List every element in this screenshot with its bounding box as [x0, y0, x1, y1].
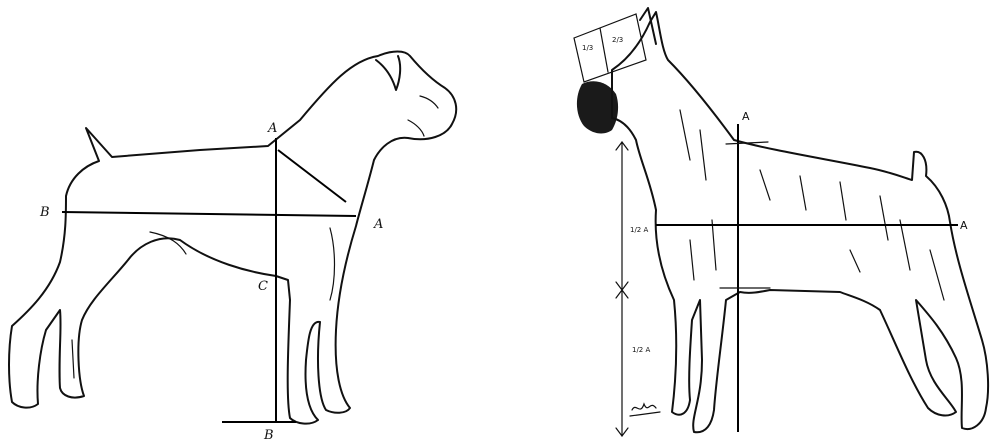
- left-label-bottom-b: B: [263, 428, 274, 443]
- left-label-left-b: B: [39, 205, 50, 220]
- label-half-a-lower: 1/2 A: [632, 346, 650, 354]
- left-dog-muzzle-detail: [408, 96, 438, 136]
- left-label-elbow-c: C: [258, 279, 268, 294]
- label-skull-two-thirds: 2/3: [612, 36, 623, 44]
- right-dog-outline: [612, 12, 988, 432]
- left-boxer-figure: A A B C B: [9, 52, 456, 443]
- left-diagonal-line: [278, 150, 346, 202]
- label-muzzle-third: 1/3: [582, 44, 593, 52]
- right-boxer-figure: 1/3 2/3 A A 1/2 A 1/2 A: [574, 8, 988, 436]
- artist-signature: [630, 404, 660, 416]
- left-label-top-a: A: [267, 121, 277, 136]
- left-dog-ear: [376, 56, 400, 90]
- right-label-withers-a: A: [742, 110, 750, 123]
- left-dog-outline: [9, 52, 456, 424]
- left-label-right-a: A: [373, 217, 383, 232]
- right-label-rear-a: A: [960, 219, 968, 232]
- left-horizontal-length-line: [62, 212, 356, 216]
- label-half-a-upper: 1/2 A: [630, 226, 648, 234]
- right-dog-shading: [680, 110, 944, 300]
